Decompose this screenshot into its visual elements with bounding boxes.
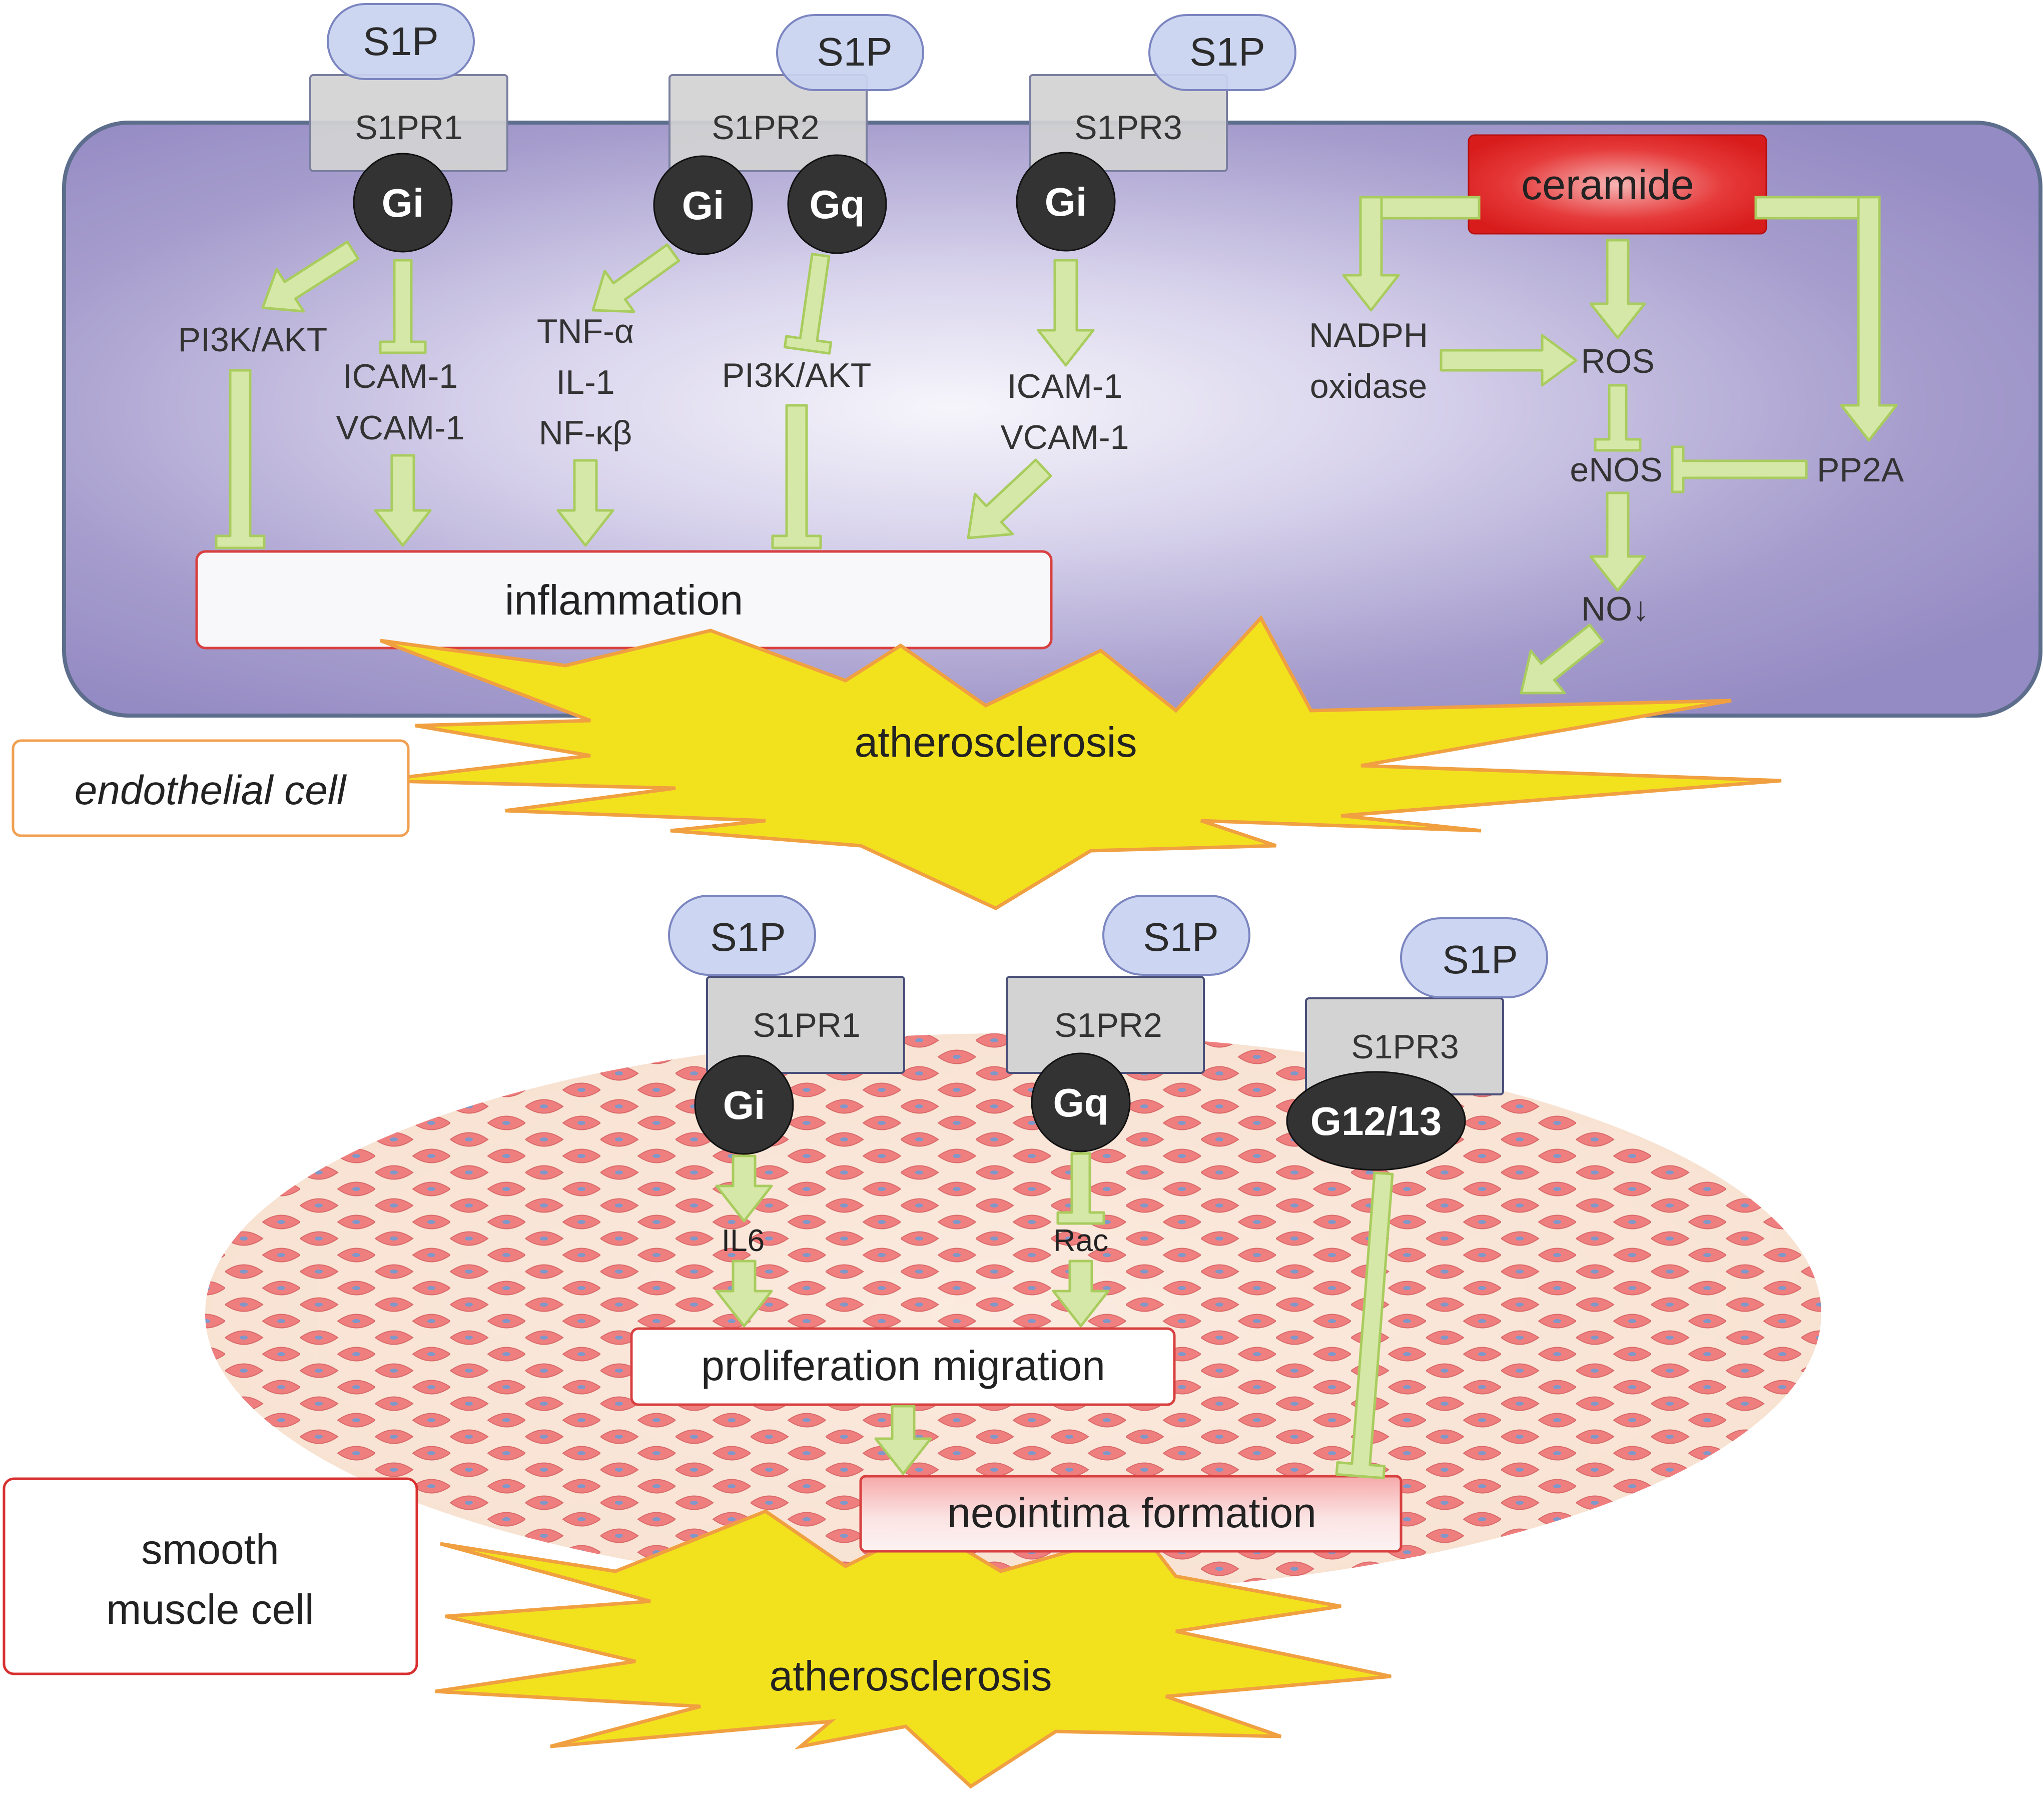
smooth-muscle-cell-label-box — [3, 1477, 418, 1675]
endo-receptor-s1pr2 — [668, 74, 868, 172]
pathway-arrows — [215, 196, 1898, 1480]
arrow-ceramide-pp2a — [1840, 196, 1898, 442]
endo-s1pr1-label: S1PR1 — [355, 109, 462, 147]
no-label: NO↓ — [1581, 590, 1649, 628]
smc-g12-13-label: G12/13 — [1310, 1099, 1442, 1143]
pp2a-label: PP2A — [1817, 451, 1904, 489]
arrow-ceramide-nadph — [1342, 196, 1400, 312]
smc-s1pr1-label: S1PR1 — [753, 1006, 860, 1044]
endo-gq — [787, 154, 887, 254]
inflammation-box — [195, 550, 1053, 650]
enos-label: eNOS — [1570, 451, 1662, 489]
inhibit-pi3k-inflammation — [215, 369, 266, 549]
arrow-nadph-ros — [1440, 334, 1578, 387]
arrow-rac-proliferation — [1052, 1260, 1110, 1328]
vcam1-b-label: VCAM-1 — [1001, 418, 1129, 456]
arrow-nfkb-inflammation — [556, 459, 614, 547]
rac-label: Rac — [1053, 1224, 1108, 1258]
ros-label: ROS — [1581, 342, 1654, 380]
smc-s1p-ligand-2 — [1102, 895, 1250, 976]
inhibit-gq-rac — [1056, 1152, 1105, 1225]
arrow-proliferation-neointima — [874, 1405, 932, 1475]
atherosclerosis-burst-top — [375, 615, 1782, 910]
smc-s1p-ligand-1 — [668, 895, 816, 976]
arrow-gi3-icam — [1037, 259, 1095, 367]
arrow-gi1-pi3k — [261, 240, 360, 313]
endo-gi-2-label: Gi — [682, 183, 724, 228]
icam1-b-label: ICAM-1 — [1007, 367, 1122, 405]
arrow-gi2-tnf — [591, 243, 680, 313]
endo-gi-3 — [1016, 152, 1116, 252]
smc-s1pr2-label: S1PR2 — [1054, 1006, 1162, 1044]
pi3k-akt-1-label: PI3K/AKT — [178, 321, 328, 359]
endo-gi-1-label: Gi — [382, 181, 424, 225]
smc-gi-label: Gi — [723, 1083, 765, 1127]
endo-s1p-label-3: S1P — [1189, 30, 1265, 74]
smc-s1p-label-1: S1P — [710, 915, 786, 959]
nfkb-label: NF-κβ — [539, 414, 632, 452]
atherosclerosis-top-label: atherosclerosis — [855, 719, 1137, 766]
il1-label: IL-1 — [556, 363, 614, 401]
smc-s1p-ligand-3 — [1400, 917, 1548, 998]
inflammation-label: inflammation — [505, 576, 743, 624]
smc-gq — [1031, 1052, 1131, 1152]
arrow-ceramide-ros — [1589, 239, 1646, 339]
endo-s1p-label-1: S1P — [363, 19, 438, 64]
tnf-alpha-label: TNF-α — [537, 312, 634, 350]
proliferation-migration-label: proliferation migration — [701, 1342, 1105, 1389]
ceramide-box — [1468, 134, 1767, 235]
nadph-label-line1: NADPH — [1309, 316, 1428, 354]
endo-gi-2 — [653, 155, 753, 255]
endo-s1p-ligand-3 — [1148, 14, 1296, 91]
icam1-a-label: ICAM-1 — [343, 357, 458, 395]
il6-label: IL6 — [722, 1224, 765, 1258]
atherosclerosis-bottom-label: atherosclerosis — [770, 1652, 1052, 1699]
pi3k-akt-2-label: PI3K/AKT — [722, 356, 872, 394]
endo-gi-3-label: Gi — [1045, 180, 1087, 224]
smc-s1p-label-3: S1P — [1442, 937, 1518, 982]
smc-gq-label: Gq — [1053, 1080, 1108, 1125]
smc-receptor-s1pr1 — [706, 976, 905, 1074]
arrow-no-atherosclerosis — [1520, 624, 1604, 695]
inhibit-gq-pi3k — [783, 253, 833, 355]
proliferation-migration-box — [630, 1327, 1176, 1406]
smc-gi — [694, 1055, 794, 1155]
endo-s1pr3-label: S1PR3 — [1074, 109, 1182, 147]
neointima-formation-label: neointima formation — [947, 1489, 1316, 1536]
arrow-vcam2-inflammation — [967, 458, 1052, 539]
inhibit-ros-enos — [1594, 384, 1642, 452]
endothelial-cell-label-box — [12, 739, 410, 837]
endothelial-cell-label: endothelial cell — [75, 768, 347, 813]
arrow-vcam-inflammation — [374, 454, 432, 547]
inhibit-pp2a-enos — [1671, 445, 1808, 493]
endo-s1p-label-2: S1P — [817, 30, 892, 74]
arrow-enos-no — [1589, 491, 1646, 592]
ceramide-label: ceramide — [1521, 161, 1694, 208]
smc-g12-13 — [1286, 1071, 1466, 1171]
smooth-muscle-label-line1: smooth — [141, 1526, 279, 1573]
nadph-label-line2: oxidase — [1310, 367, 1427, 405]
inhibit-pi3k2-inflammation — [771, 404, 822, 549]
smc-s1p-label-2: S1P — [1143, 915, 1218, 959]
endo-s1pr2-label: S1PR2 — [712, 109, 819, 147]
inhibit-g1213-neointima — [1335, 1171, 1394, 1480]
inhibit-gi1-icam — [379, 259, 427, 354]
endo-gi-1 — [353, 153, 453, 253]
smc-s1pr3-label: S1PR3 — [1351, 1028, 1459, 1066]
neointima-formation-box — [859, 1475, 1403, 1553]
endo-s1p-ligand-2 — [776, 14, 924, 91]
smooth-muscle-label-line2: muscle cell — [106, 1586, 314, 1633]
arrow-gi-il6 — [715, 1154, 773, 1223]
vcam1-a-label: VCAM-1 — [336, 409, 465, 447]
arrow-il6-proliferation — [715, 1260, 773, 1328]
endo-gq-label: Gq — [809, 182, 865, 227]
endo-receptor-s1pr3 — [1029, 74, 1228, 172]
endo-s1p-ligand-1 — [327, 3, 475, 80]
